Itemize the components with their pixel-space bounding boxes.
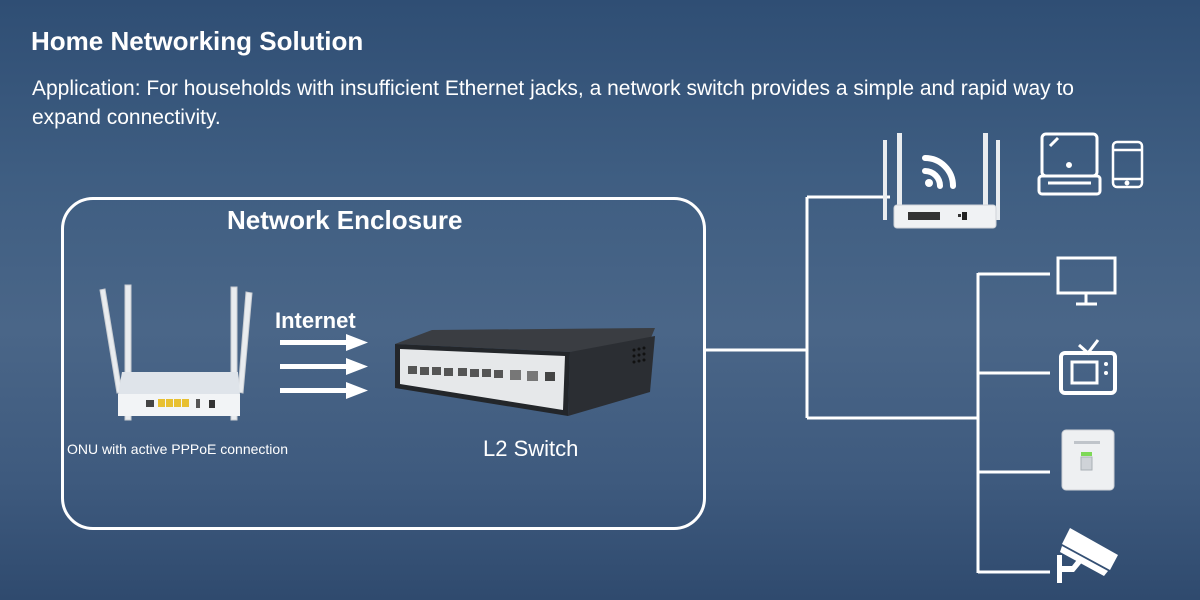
onu-label: ONU with active PPPoE connection [67, 441, 288, 457]
enclosure-title: Network Enclosure [227, 205, 463, 235]
wifi-signal-icon [922, 155, 956, 189]
internet-arrows [280, 334, 368, 399]
switch-label: L2 Switch [483, 436, 579, 461]
wifi-router-icon [883, 133, 1000, 229]
tv-icon [1059, 339, 1117, 395]
page-title: Home Networking Solution [31, 26, 364, 56]
network-enclosure-box [61, 197, 706, 530]
switch-ports [408, 366, 555, 381]
internet-label: Internet [275, 308, 356, 333]
application-description: Application: For households with insuffi… [32, 77, 1074, 129]
l2-switch-icon [395, 328, 655, 416]
arrow-icon [280, 358, 368, 375]
smartphone-icon [1111, 140, 1144, 189]
monitor-icon [1056, 256, 1117, 306]
onu-router-icon [99, 284, 253, 421]
connection-lines [703, 195, 1050, 574]
arrow-icon [280, 334, 368, 351]
ethernet-wall-jack-icon [1061, 429, 1115, 491]
arrow-icon [280, 382, 368, 399]
laptop-icon [1037, 132, 1102, 196]
security-camera-icon [1057, 528, 1118, 583]
